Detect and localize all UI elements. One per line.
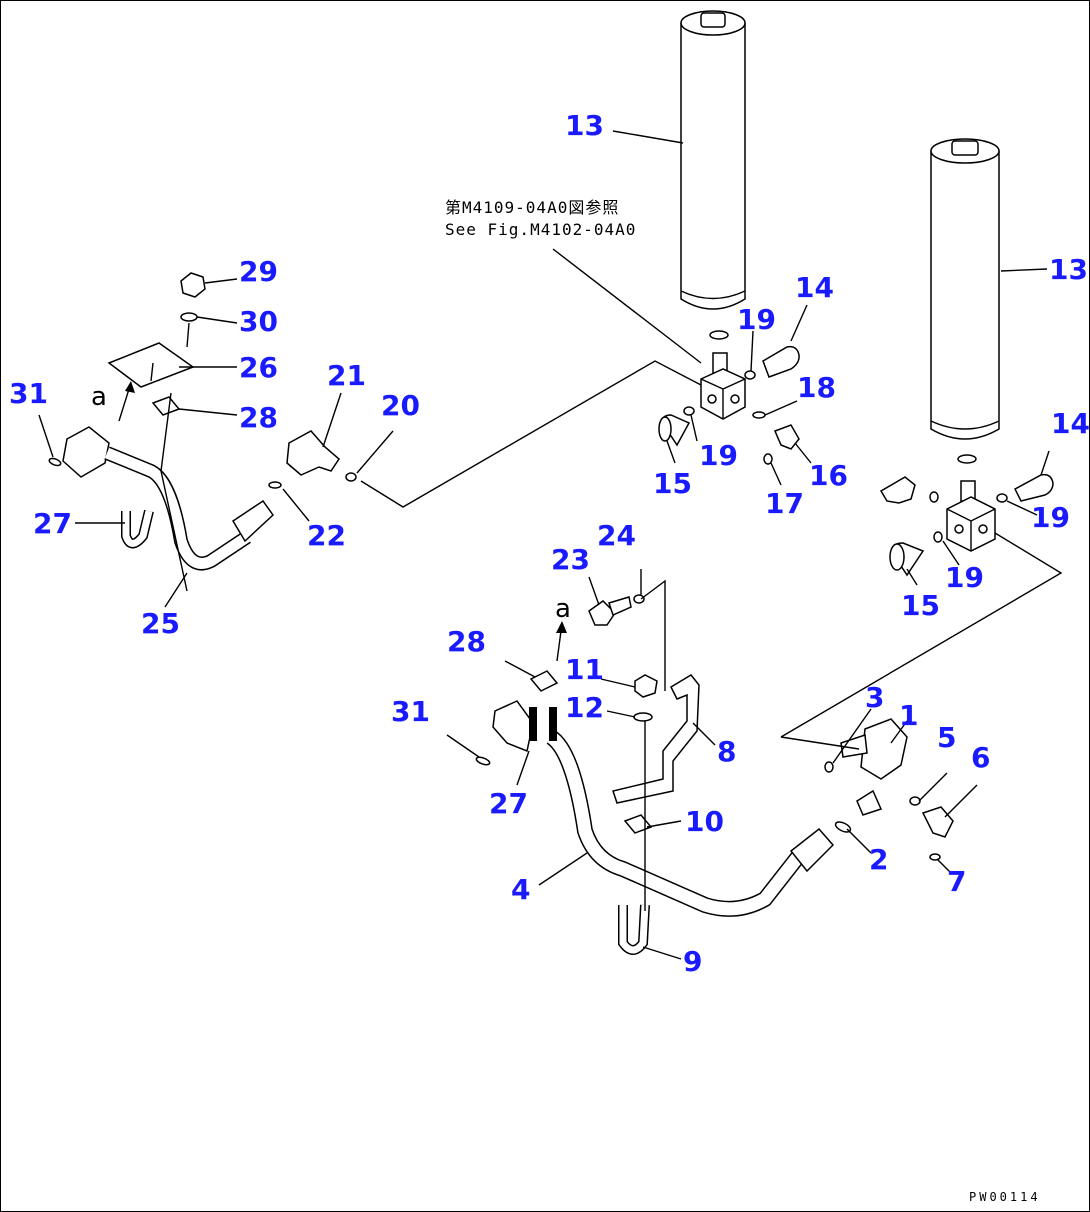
part-label-26: 26 — [239, 351, 278, 384]
washer-30[interactable] — [180, 312, 198, 322]
fitting-14-upper[interactable] — [762, 345, 800, 378]
part-label-4: 4 — [511, 873, 530, 906]
part-label-23: 23 — [551, 543, 590, 576]
part-label-7: 7 — [947, 865, 966, 898]
valve-block-upper[interactable] — [700, 352, 746, 420]
part-label-25: 25 — [141, 607, 180, 640]
fitting-6[interactable] — [921, 806, 954, 838]
accumulator-13-right[interactable] — [930, 138, 1000, 464]
part-label-15: 15 — [653, 467, 692, 500]
part-label-31: 31 — [9, 377, 48, 410]
view-marker-a-lower: a — [555, 594, 571, 662]
valve-block-right[interactable] — [946, 480, 996, 552]
part-label-3: 3 — [865, 681, 884, 714]
elbow-fitting-right[interactable] — [879, 476, 916, 504]
part-label-11: 11 — [565, 653, 604, 686]
part-label-21: 21 — [327, 359, 366, 392]
part-label-19: 19 — [699, 439, 738, 472]
tube-9[interactable] — [618, 904, 650, 955]
hose-4[interactable] — [492, 700, 835, 917]
oring-22 — [268, 481, 282, 489]
part-label-19: 19 — [1031, 501, 1070, 534]
hose-25[interactable] — [62, 426, 274, 571]
part-label-12: 12 — [565, 691, 604, 724]
part-label-17: 17 — [765, 487, 804, 520]
part-label-15: 15 — [901, 589, 940, 622]
bracket-8[interactable] — [612, 674, 700, 804]
part-label-8: 8 — [717, 735, 736, 768]
clip-28-lower[interactable] — [529, 670, 559, 692]
part-label-16: 16 — [809, 459, 848, 492]
part-label-28: 28 — [447, 625, 486, 658]
part-label-27: 27 — [33, 507, 72, 540]
fitting-15-right[interactable] — [889, 542, 925, 577]
bolt-23[interactable] — [588, 596, 632, 626]
part-label-1: 1 — [899, 699, 918, 732]
nut-29[interactable] — [180, 272, 206, 298]
part-label-19: 19 — [737, 303, 776, 336]
part-label-13: 13 — [565, 109, 604, 142]
leader-lines — [38, 130, 1063, 960]
part-label-20: 20 — [381, 389, 420, 422]
washer-12[interactable] — [633, 712, 653, 722]
view-marker-a-left: a — [91, 381, 135, 422]
reference-note-en: See Fig.M4102-04A0 — [445, 220, 636, 239]
oring-20 — [345, 472, 357, 482]
reference-note-ja: 第M4109-04A0図参照 — [445, 198, 619, 217]
accumulator-13-upper[interactable] — [680, 10, 746, 340]
reference-note: 第M4109-04A0図参照 See Fig.M4102-04A0 — [445, 198, 636, 239]
clip-10[interactable] — [623, 814, 653, 834]
tube-27-lower[interactable] — [529, 707, 557, 741]
part-label-27: 27 — [489, 787, 528, 820]
pin-31-lower[interactable] — [475, 756, 491, 766]
part-label-22: 22 — [307, 519, 346, 552]
clip-28-left[interactable] — [151, 396, 181, 416]
pin-31-left[interactable] — [48, 457, 62, 467]
part-label-5: 5 — [937, 721, 956, 754]
part-label-28: 28 — [239, 401, 278, 434]
part-label-19: 19 — [945, 561, 984, 594]
figure-id: PW00114 — [969, 1190, 1041, 1204]
part-label-9: 9 — [683, 945, 702, 978]
fitting-21[interactable] — [286, 430, 340, 476]
orings-upper — [683, 370, 773, 465]
part-label-6: 6 — [971, 741, 990, 774]
oring-3 — [824, 761, 834, 773]
part-label-14: 14 — [795, 271, 834, 304]
svg-text:a: a — [555, 594, 571, 624]
orings-right — [929, 491, 1008, 543]
part-label-14: 14 — [1051, 407, 1090, 440]
svg-text:a: a — [91, 382, 107, 412]
valve-1[interactable] — [840, 718, 908, 816]
nut-11[interactable] — [634, 674, 658, 698]
part-label-31: 31 — [391, 695, 430, 728]
oring-5 — [909, 796, 921, 806]
fitting-14-right[interactable] — [1014, 473, 1054, 502]
part-label-18: 18 — [797, 371, 836, 404]
washer-24[interactable] — [633, 594, 645, 604]
fitting-16[interactable] — [774, 424, 800, 450]
part-label-2: 2 — [869, 843, 888, 876]
part-label-30: 30 — [239, 305, 278, 338]
tube-27-left[interactable] — [121, 509, 154, 549]
part-labels: 13 13 14 14 19 18 19 15 16 17 19 19 15 2… — [9, 109, 1090, 978]
part-label-10: 10 — [685, 805, 724, 838]
oring-7 — [929, 853, 941, 861]
part-label-29: 29 — [239, 255, 278, 288]
fitting-15-upper[interactable] — [658, 414, 691, 447]
part-label-24: 24 — [597, 519, 636, 552]
part-label-13: 13 — [1049, 253, 1088, 286]
